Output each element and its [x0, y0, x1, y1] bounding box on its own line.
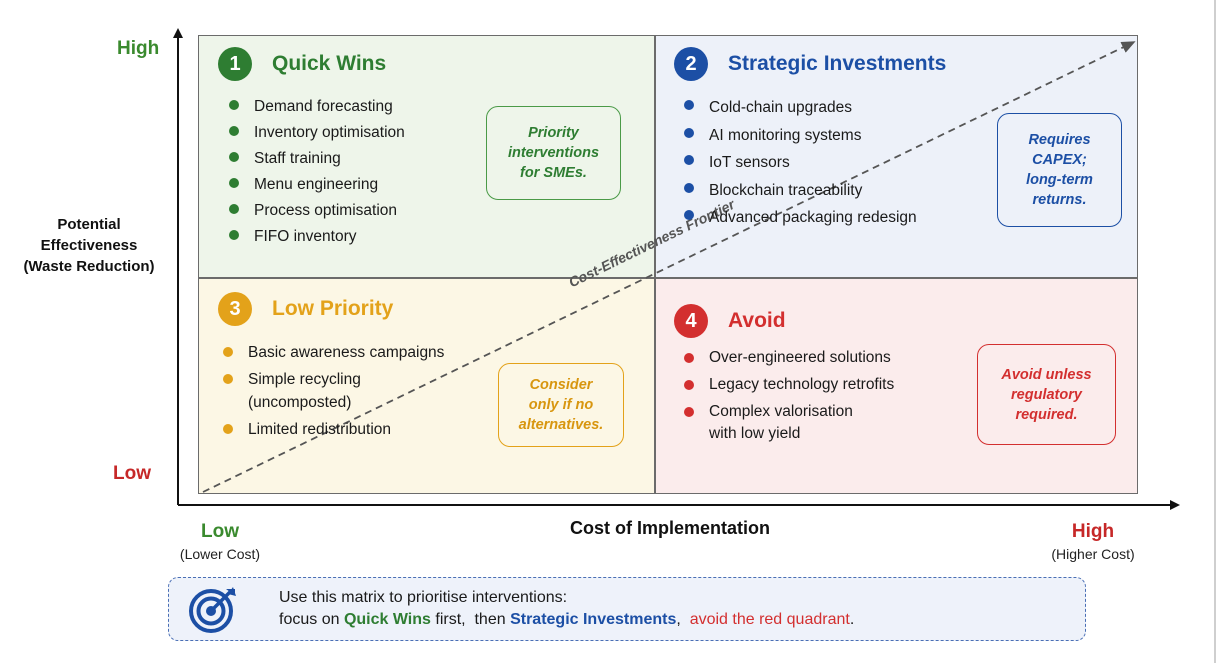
banner-text: Use this matrix to prioritise interventi…: [279, 587, 854, 631]
grid-vertical-divider: [654, 35, 656, 494]
list-item: FIFO inventory: [229, 224, 405, 250]
list-item: Legacy technology retrofits: [684, 374, 894, 396]
list-item: Advanced packaging redesign: [684, 204, 917, 232]
quadrant-3-title: Low Priority: [272, 297, 394, 320]
list-item: Complex valorisation with low yield: [684, 401, 894, 445]
list-item: Over-engineered solutions: [684, 347, 894, 369]
list-item: Basic awareness campaigns: [223, 341, 444, 364]
quadrant-1-header: 1 Quick Wins: [218, 47, 386, 81]
target-icon: [189, 587, 236, 633]
matrix-outline: [198, 35, 1138, 494]
list-item: Process optimisation: [229, 198, 405, 224]
list-item: Cold-chain upgrades: [684, 94, 917, 122]
banner-line-2: focus on Quick Wins first, then Strategi…: [279, 609, 854, 631]
quadrant-3-number-badge: 3: [218, 292, 252, 326]
list-item: Inventory optimisation: [229, 120, 405, 146]
list-item: Limited redistribution: [223, 418, 444, 441]
y-axis-title-line: Potential: [57, 216, 121, 233]
x-axis-high-sub: (Higher Cost): [1051, 546, 1135, 562]
quadrant-1-title: Quick Wins: [272, 52, 387, 75]
x-axis-low-main: Low: [201, 521, 239, 542]
banner-end: .: [849, 611, 855, 628]
quadrant-4-title: Avoid: [728, 309, 786, 332]
list-item: Simple recycling (uncomposted): [223, 368, 444, 414]
x-axis-high-main: High: [1071, 521, 1115, 542]
quadrant-2-number-badge: 2: [674, 47, 708, 81]
banner-quick-wins: Quick Wins: [343, 611, 431, 628]
frontier-arrow: [202, 41, 1136, 493]
banner-line-1: Use this matrix to prioritise interventi…: [279, 589, 568, 606]
quadrant-3-note: Consider only if no alternatives.: [498, 363, 624, 447]
y-axis-high-label: High: [117, 38, 160, 59]
quadrant-2-list: Cold-chain upgrades AI monitoring system…: [684, 94, 917, 232]
x-axis-low-label: Low (Lower Cost): [160, 521, 280, 562]
y-axis-title-line: (Waste Reduction): [23, 258, 155, 275]
grid-horizontal-divider: [198, 277, 1138, 279]
quadrant-3-header: 3 Low Priority: [218, 292, 393, 326]
quadrant-2-title: Strategic Investments: [728, 52, 947, 75]
list-item: Menu engineering: [229, 172, 405, 198]
x-axis-low-sub: (Lower Cost): [179, 546, 261, 562]
quadrant-2-note: Requires CAPEX; long-term returns.: [997, 113, 1122, 227]
x-axis-title: Cost of Implementation: [569, 518, 770, 538]
banner-mid-2: ,: [676, 611, 690, 628]
quadrant-1-note: Priority interventions for SMEs.: [486, 106, 621, 200]
y-axis-title: Potential Effectiveness (Waste Reduction…: [8, 214, 170, 277]
banner-prefix: focus on: [279, 611, 344, 628]
list-item: AI monitoring systems: [684, 122, 917, 150]
quadrant-2-header: 2 Strategic Investments: [674, 47, 946, 81]
quadrant-4-header: 4 Avoid: [674, 304, 786, 338]
list-item: Blockchain traceability: [684, 177, 917, 205]
right-edge-rule: [1214, 0, 1216, 663]
list-item: Demand forecasting: [229, 94, 405, 120]
quadrant-3-list: Basic awareness campaigns Simple recycli…: [223, 341, 444, 445]
banner-avoid: avoid the red quadrant: [689, 611, 850, 628]
banner-strategic: Strategic Investments: [510, 611, 677, 628]
quadrant-quick-wins: [198, 35, 655, 278]
list-item: Staff training: [229, 146, 405, 172]
y-axis-low-label: Low: [113, 463, 151, 484]
quadrant-4-number-badge: 4: [674, 304, 708, 338]
y-axis-title-line: Effectiveness: [40, 237, 138, 254]
guidance-banner: Use this matrix to prioritise interventi…: [168, 577, 1086, 641]
quadrant-avoid: [655, 278, 1138, 494]
quadrant-1-number-badge: 1: [218, 47, 252, 81]
banner-mid-1: first, then: [430, 611, 511, 628]
quadrant-4-list: Over-engineered solutions Legacy technol…: [684, 347, 894, 450]
quadrant-4-note: Avoid unless regulatory required.: [977, 344, 1116, 445]
x-axis-high-label: High (Higher Cost): [1030, 521, 1156, 562]
list-item: IoT sensors: [684, 149, 917, 177]
quadrant-1-list: Demand forecasting Inventory optimisatio…: [229, 94, 405, 250]
